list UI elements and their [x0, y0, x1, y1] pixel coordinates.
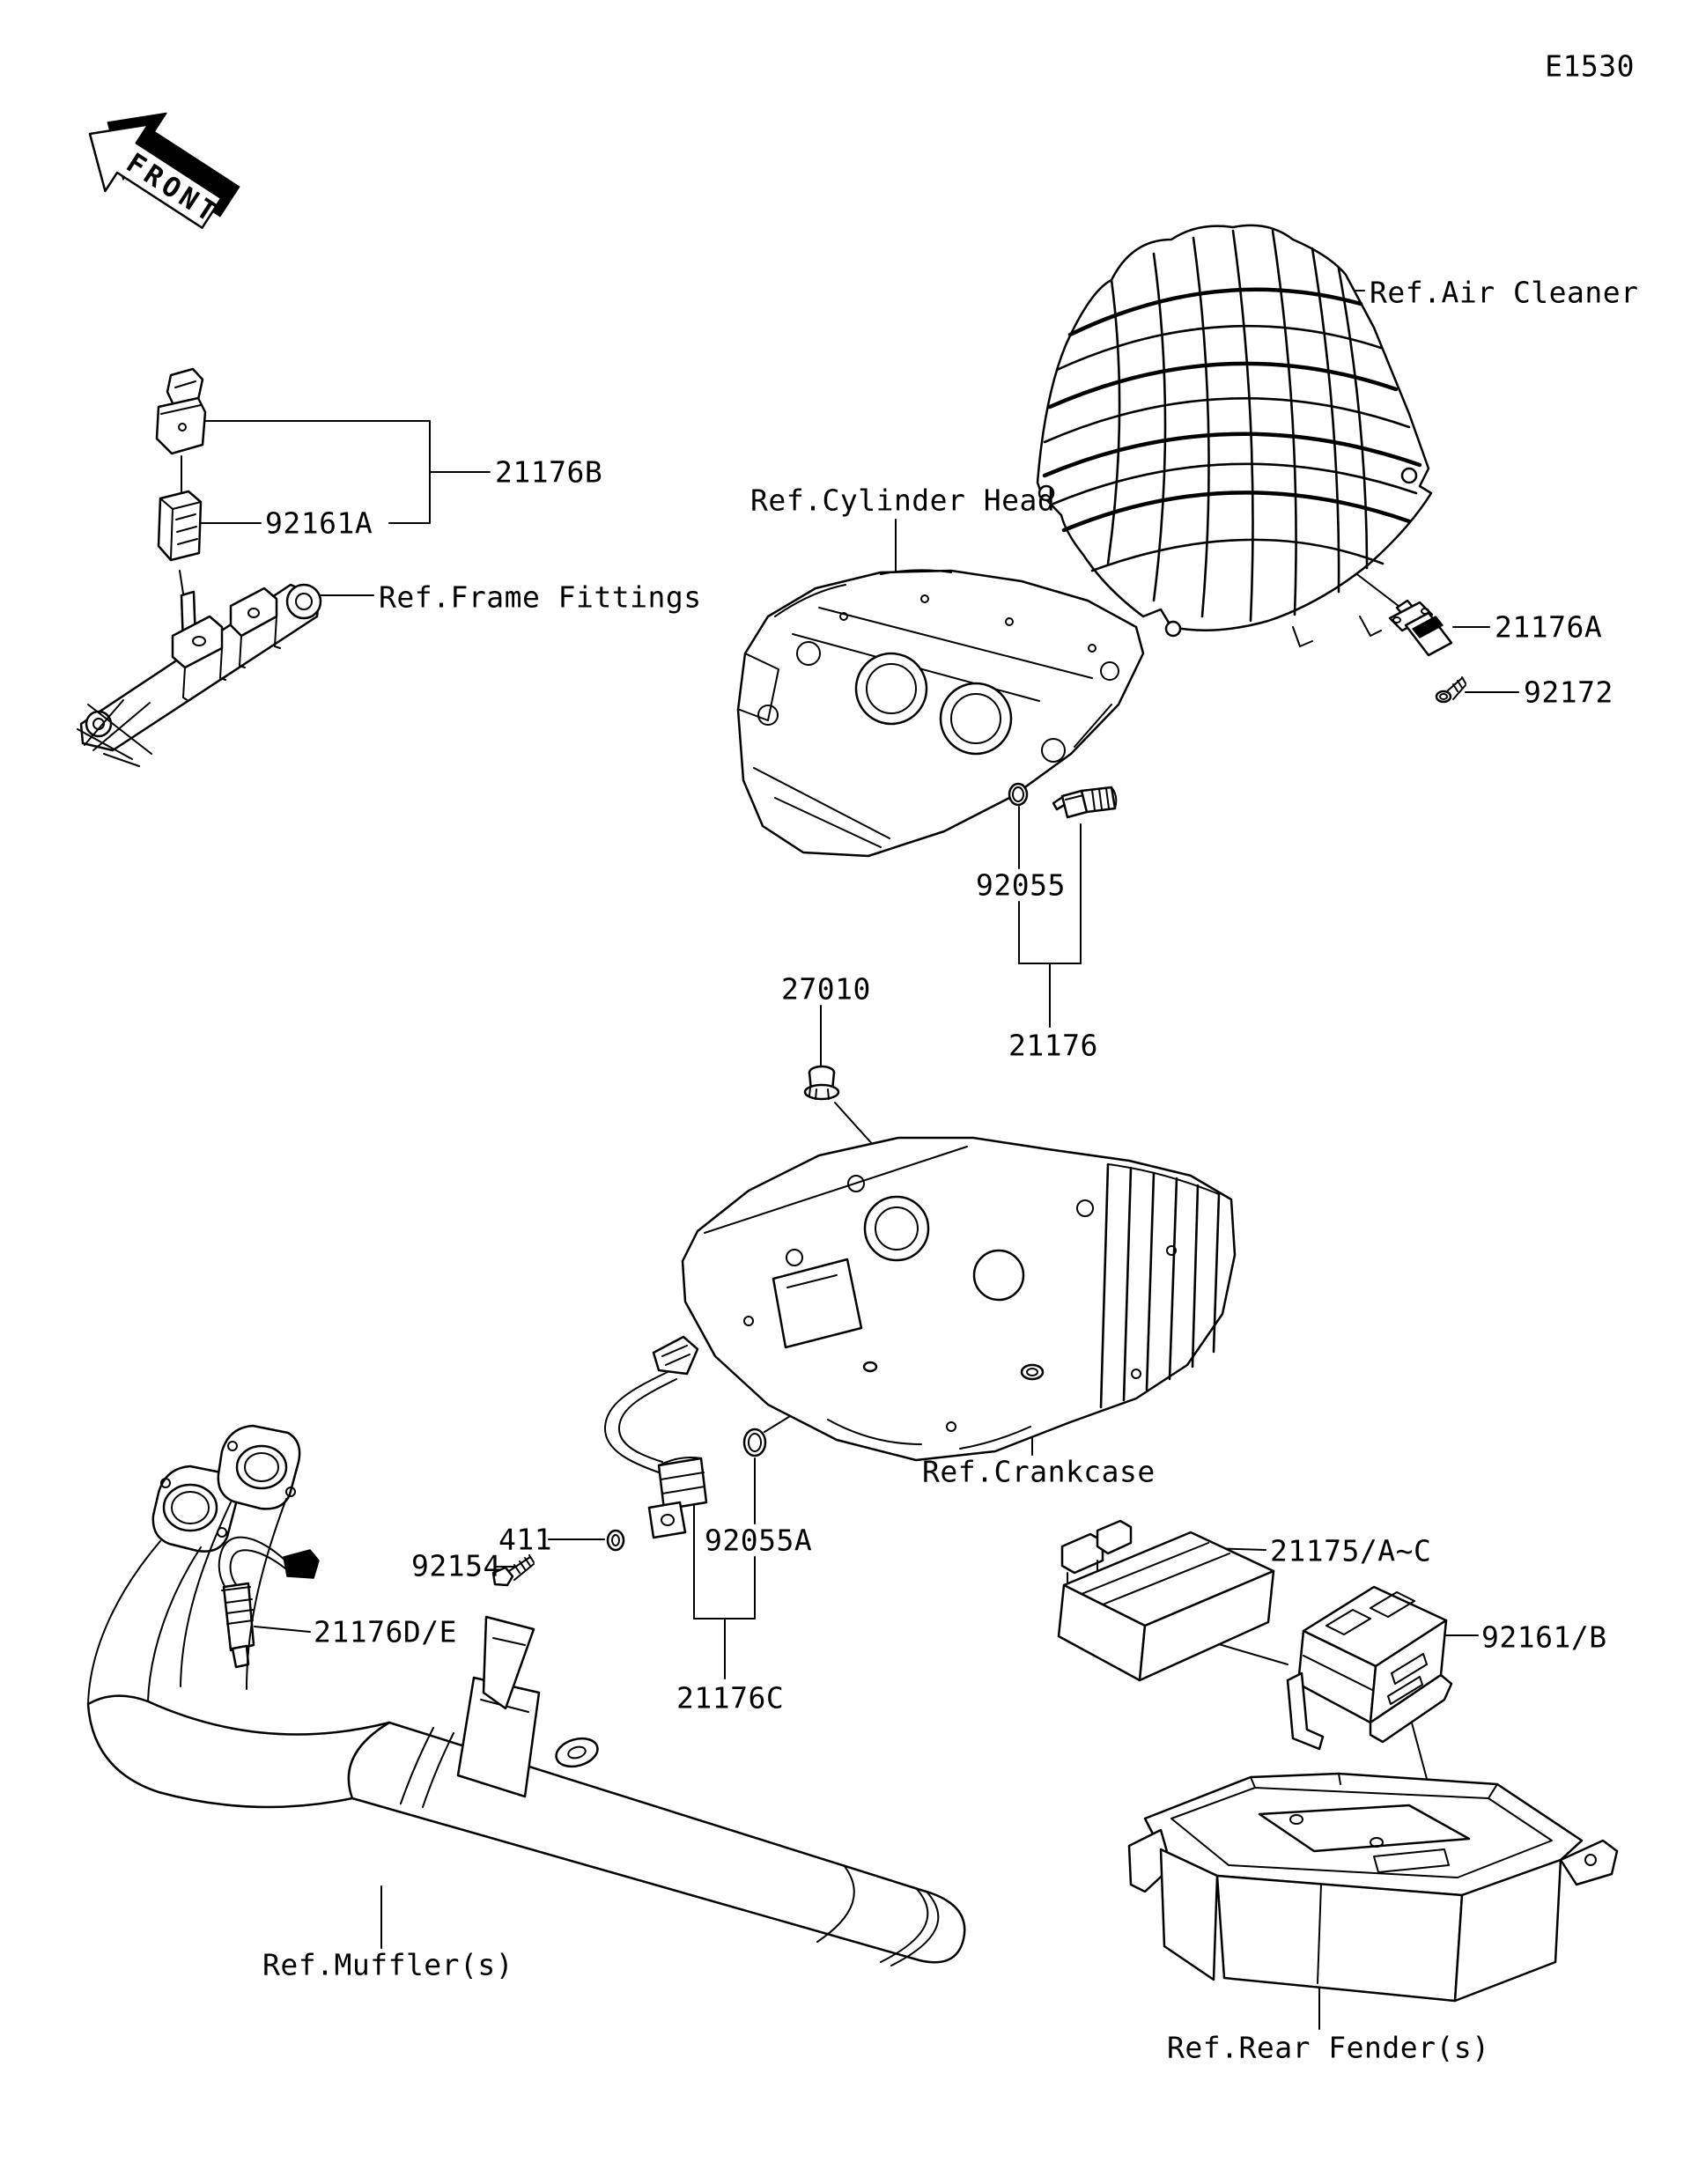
part-label-21175ac: 21175/A~C — [1270, 1534, 1431, 1568]
ref-label-cylinder-head: Ref.Cylinder Head — [750, 483, 1055, 518]
cylinder-head-drawing — [736, 569, 1145, 858]
screw-92172-drawing — [1435, 676, 1466, 704]
washer-411-drawing — [606, 1529, 625, 1552]
water-temp-sensor-21176-drawing — [1052, 786, 1118, 819]
water-temp-sensor-21176b-drawing — [155, 367, 207, 494]
air-temp-sensor-21176a-drawing — [1388, 599, 1453, 657]
switch-27010-drawing — [803, 1065, 840, 1101]
ref-label-air-cleaner: Ref.Air Cleaner — [1370, 276, 1639, 310]
o-ring-92055-drawing — [1008, 782, 1029, 807]
part-label-92055a: 92055A — [705, 1524, 812, 1558]
diagram-labels: E1530 21176B 92161A Ref.Frame Fittings R… — [262, 49, 1639, 2065]
part-label-21176c: 21176C — [676, 1681, 784, 1715]
part-label-21176de: 21176D/E — [314, 1615, 457, 1649]
gear-position-sensor-21176c-drawing — [603, 1335, 708, 1539]
oxygen-sensor-21176de-drawing — [218, 1536, 320, 1669]
o-ring-92055a-drawing — [742, 1428, 767, 1457]
page-code: E1530 — [1545, 49, 1635, 84]
ref-label-crankcase: Ref.Crankcase — [922, 1455, 1156, 1489]
crankcase-drawing — [681, 1136, 1237, 1462]
damper-bracket-92161b-drawing — [1286, 1585, 1453, 1751]
rear-fender-drawing — [1127, 1772, 1619, 2003]
frame-fittings-drawing — [77, 583, 322, 767]
ref-label-mufflers: Ref.Muffler(s) — [262, 1948, 513, 1982]
muffler-drawing — [86, 1424, 966, 1966]
part-label-92161a: 92161A — [265, 506, 373, 541]
bolt-92154-drawing — [491, 1554, 535, 1587]
air-cleaner-drawing — [1036, 224, 1433, 647]
part-label-92154: 92154 — [411, 1549, 501, 1583]
ecu-21175-drawing — [1057, 1519, 1275, 1682]
damper-92161a-drawing — [157, 490, 203, 562]
part-label-411: 411 — [498, 1523, 552, 1557]
part-label-92161b: 92161/B — [1481, 1620, 1607, 1655]
part-label-21176b: 21176B — [495, 455, 602, 490]
ref-label-rear-fenders: Ref.Rear Fender(s) — [1167, 2031, 1490, 2065]
part-label-21176: 21176 — [1008, 1029, 1098, 1063]
ref-label-frame-fittings: Ref.Frame Fittings — [379, 580, 702, 615]
part-label-92055: 92055 — [976, 868, 1066, 903]
front-direction-arrow: FRONT — [88, 112, 240, 231]
part-label-21176a: 21176A — [1495, 610, 1602, 645]
part-label-27010: 27010 — [781, 972, 871, 1007]
part-label-92172: 92172 — [1524, 675, 1613, 710]
